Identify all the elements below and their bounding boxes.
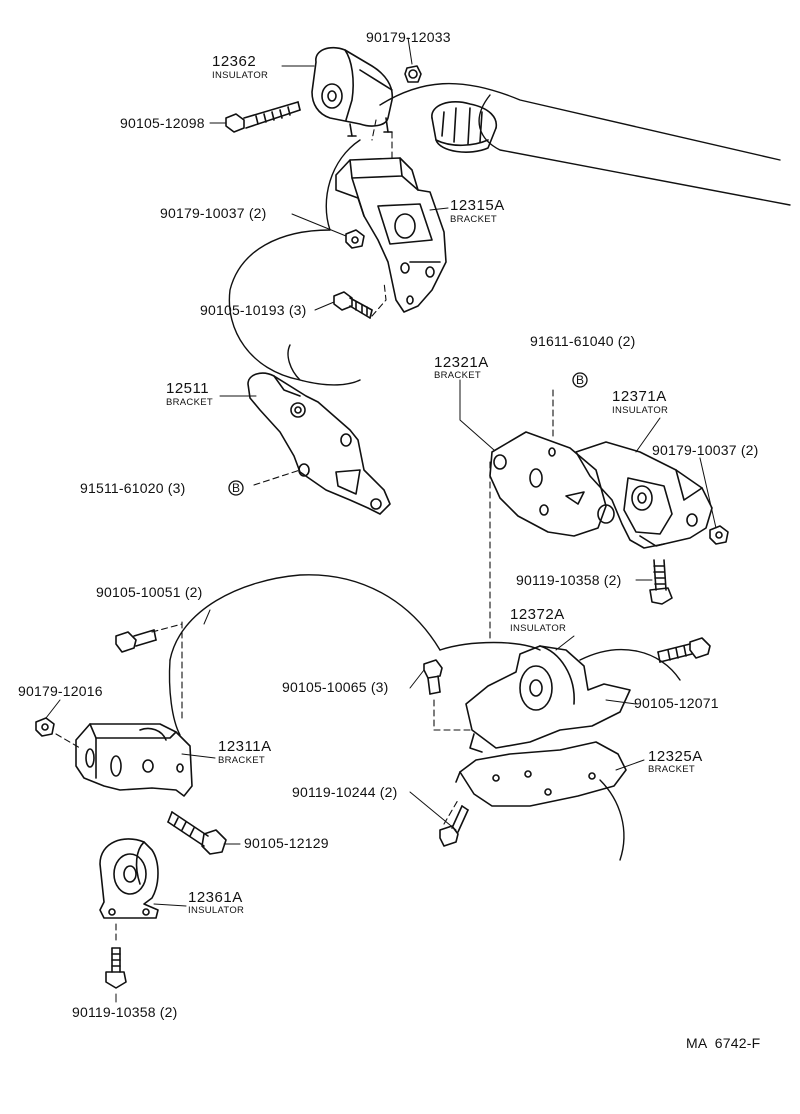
assembly-dash-lines	[55, 119, 554, 945]
reference-marker-b-group	[228, 372, 588, 496]
bracket-12325A-part	[455, 741, 627, 807]
insulator-12362-part	[311, 46, 394, 137]
part-desc-12371A: INSULATOR	[612, 405, 669, 416]
bolt-90105-10051	[115, 629, 157, 653]
bolt-90119-10358-upper	[649, 559, 673, 605]
bolt-90105-12071	[657, 637, 711, 663]
part-number-90179-12016: 90179-12016	[18, 683, 103, 699]
nut-90179-10037-upper	[345, 229, 365, 249]
part-number-12361A: 12361A	[188, 889, 243, 906]
nut-90179-12016	[35, 717, 55, 737]
insulator-12372A-part	[465, 645, 631, 753]
part-number-12315A: 12315A	[450, 197, 505, 214]
drawing-code: MA 6742-F	[686, 1035, 761, 1051]
part-number-90105-12098: 90105-12098	[120, 115, 205, 131]
part-number-91511-61020: 91511-61020 (3)	[80, 480, 186, 496]
part-number-12362: 12362	[212, 53, 257, 70]
bolt-90119-10244	[439, 805, 469, 847]
nut-90179-10037-right	[709, 525, 729, 545]
bolt-90119-10358-lower	[105, 947, 127, 989]
bolt-90105-12129	[167, 811, 227, 855]
leader-lines	[45, 37, 717, 1003]
part-number-90179-10037-a: 90179-10037 (2)	[160, 205, 267, 221]
part-number-90179-12033: 90179-12033	[366, 29, 451, 45]
part-number-90105-12071: 90105-12071	[634, 695, 719, 711]
reference-circle-upper	[572, 372, 588, 388]
bracket-12315A-part	[335, 157, 447, 313]
part-number-90105-12129: 90105-12129	[244, 835, 329, 851]
part-number-90119-10244: 90119-10244 (2)	[292, 784, 398, 800]
part-desc-12315A: BRACKET	[450, 214, 497, 225]
part-number-90179-10037-b: 90179-10037 (2)	[652, 442, 759, 458]
bracket-12311A-part	[75, 723, 193, 797]
bracket-12321A-part	[489, 431, 615, 537]
part-number-90119-10358-a: 90119-10358 (2)	[516, 572, 622, 588]
part-desc-12361A: INSULATOR	[188, 905, 245, 916]
part-number-12321A: 12321A	[434, 354, 489, 371]
part-desc-12325A: BRACKET	[648, 764, 695, 775]
transaxle-outline-lower	[168, 574, 681, 861]
part-number-12511: 12511	[166, 380, 210, 397]
part-number-90105-10065: 90105-10065 (3)	[282, 679, 389, 695]
part-number-90105-10193: 90105-10193 (3)	[200, 302, 307, 318]
part-number-12372A: 12372A	[510, 606, 565, 623]
part-desc-12372A: INSULATOR	[510, 623, 567, 634]
part-number-90105-10051: 90105-10051 (2)	[96, 584, 203, 600]
part-desc-12362: INSULATOR	[212, 70, 269, 81]
part-number-12325A: 12325A	[648, 748, 703, 765]
bracket-12511-part	[247, 372, 391, 515]
reference-circle-left	[228, 480, 244, 496]
insulator-12361A-part	[99, 838, 159, 919]
oil-filler-cap	[431, 101, 498, 153]
nut-90179-12033	[404, 65, 422, 83]
reference-marker-b-upper: B	[576, 373, 585, 387]
engine-block-outline-upper	[228, 82, 791, 386]
bolt-90105-12098	[225, 101, 301, 133]
part-number-12371A: 12371A	[612, 388, 667, 405]
bolt-90105-10193	[333, 291, 373, 319]
reference-marker-b-left: B	[232, 481, 241, 495]
insulator-12371A-part	[575, 441, 713, 549]
part-number-91611-61040: 91611-61040 (2)	[530, 333, 636, 349]
part-number-90119-10358-b: 90119-10358 (2)	[72, 1004, 178, 1020]
part-desc-12311A: BRACKET	[218, 755, 265, 766]
part-number-12311A: 12311A	[218, 738, 272, 755]
part-desc-12511: BRACKET	[166, 397, 213, 408]
part-desc-12321A: BRACKET	[434, 370, 481, 381]
bolt-90105-10065	[423, 659, 443, 695]
